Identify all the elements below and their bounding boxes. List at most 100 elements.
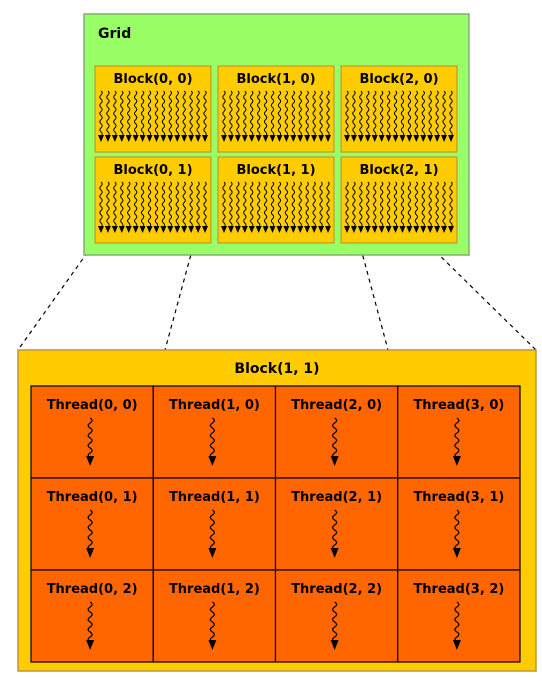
thread-arrowhead (160, 135, 167, 142)
thread-squiggle (414, 181, 419, 228)
thread-arrowhead (406, 135, 413, 142)
thread-squiggle (284, 90, 289, 137)
block-thread-squiggles (221, 90, 331, 142)
thread-squiggle (386, 181, 391, 228)
thread-arrowhead (276, 226, 283, 233)
thread-arrowhead (283, 226, 290, 233)
thread-arrowhead (311, 226, 318, 233)
thread-arrowhead (344, 226, 350, 233)
thread-squiggle (407, 90, 412, 137)
thread-arrowhead (318, 226, 325, 233)
thread-arrowhead (255, 226, 262, 233)
thread-squiggle (189, 181, 193, 228)
thread-squiggle (127, 90, 131, 137)
thread-cell: Thread(2, 0) (274, 385, 399, 479)
thread-squiggle (161, 90, 166, 137)
thread-arrowhead (330, 456, 339, 466)
thread-label: Thread(3, 1) (413, 490, 504, 505)
thread-squiggle (277, 181, 282, 228)
thread-squiggle (332, 601, 338, 643)
thread-squiggle (379, 181, 384, 228)
thread-squiggle (414, 90, 419, 137)
thread-arrowhead (371, 226, 378, 233)
thread-arrowhead (188, 226, 195, 233)
thread-squiggle (256, 90, 261, 137)
thread-arrowhead (452, 456, 461, 466)
thread-squiggle (312, 181, 316, 228)
thread-arrowhead (318, 135, 325, 142)
thread-squiggle (175, 181, 179, 228)
thread-squiggle (236, 181, 240, 228)
thread-arrowhead (297, 135, 304, 142)
thread-squiggle (270, 90, 275, 137)
thread-squiggle (147, 181, 152, 228)
thread-squiggle (312, 90, 316, 137)
thread-squiggle (326, 181, 330, 228)
thread-arrowhead (195, 226, 202, 233)
thread-squiggle (366, 90, 370, 137)
block-thread-squiggles (98, 181, 208, 233)
thread-arrowhead (153, 135, 160, 142)
thread-arrowhead (139, 135, 146, 142)
thread-squiggle (407, 181, 412, 228)
thread-cell: Thread(0, 1) (30, 477, 154, 571)
grid-block: Block(2, 0) (340, 65, 458, 153)
thread-arrowhead (392, 135, 399, 142)
thread-arrowhead (357, 135, 364, 142)
thread-arrowhead (98, 226, 104, 233)
thread-squiggle (113, 181, 117, 228)
thread-arrowhead (132, 135, 139, 142)
thread-arrowhead (262, 226, 269, 233)
thread-squiggle (87, 509, 93, 551)
block-thread-squiggles (344, 90, 454, 142)
thread-arrowhead (325, 226, 331, 233)
thread-arrowhead (86, 456, 95, 466)
block-thread-squiggles (221, 181, 331, 233)
grid-block-label: Block(1, 1) (236, 163, 315, 178)
thread-squiggle (222, 181, 226, 228)
thread-label: Thread(0, 0) (47, 398, 138, 413)
thread-arrowhead (241, 135, 248, 142)
thread-arrowhead (276, 135, 283, 142)
thread-label: Thread(3, 0) (413, 398, 504, 413)
thread-arrowhead (269, 226, 276, 233)
thread-squiggle (454, 601, 460, 643)
thread-squiggle (140, 181, 145, 228)
grid-block: Block(1, 0) (217, 65, 335, 153)
thread-squiggle (421, 181, 425, 228)
block-thread-squiggles (98, 90, 208, 142)
thread-arrowhead (452, 548, 461, 558)
thread-arrowhead (269, 135, 276, 142)
thread-squiggle (209, 509, 215, 551)
thread-arrowhead (227, 226, 234, 233)
thread-cell: Thread(1, 0) (152, 385, 277, 479)
thread-squiggle (319, 90, 323, 137)
thread-arrowhead (283, 135, 290, 142)
thread-squiggle (250, 181, 254, 228)
thread-arrowhead (104, 226, 111, 233)
thread-arrowhead (86, 640, 95, 650)
thread-squiggle (236, 90, 240, 137)
thread-squiggle (366, 181, 370, 228)
thread-squiggle (161, 181, 166, 228)
thread-squiggle (113, 90, 117, 137)
thread-arrowhead (378, 135, 385, 142)
thread-squiggle (120, 90, 124, 137)
thread-arrowhead (208, 456, 217, 466)
thread-squiggle (168, 181, 173, 228)
thread-arrowhead (350, 135, 357, 142)
thread-arrowhead (448, 226, 454, 233)
thread-arrowhead (330, 548, 339, 558)
thread-squiggle (229, 90, 233, 137)
thread-label: Thread(0, 1) (47, 490, 138, 505)
thread-arrowhead (427, 226, 434, 233)
thread-squiggle (305, 90, 309, 137)
thread-arrowhead (392, 226, 399, 233)
thread-arrowhead (330, 640, 339, 650)
thread-arrowhead (221, 135, 227, 142)
thread-squiggle (352, 90, 356, 137)
thread-arrowhead (241, 226, 248, 233)
grid-container: Grid Block(0, 0)Block(1, 0)Block(2, 0)Bl… (83, 13, 470, 256)
thread-cell: Thread(1, 1) (152, 477, 277, 571)
